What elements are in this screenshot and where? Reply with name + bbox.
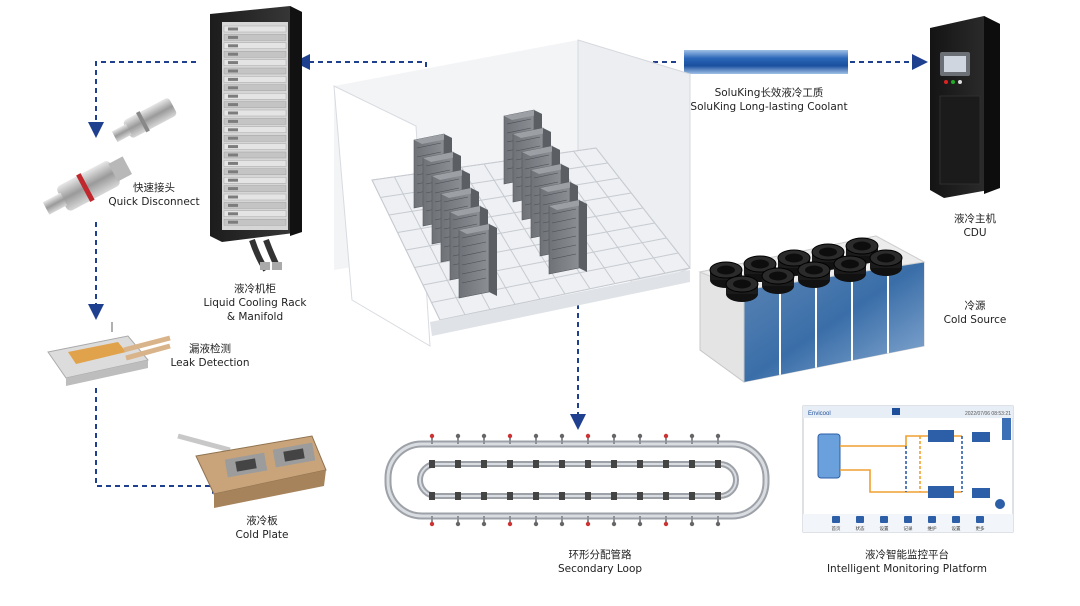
data-center-room bbox=[333, 39, 691, 347]
cdu-label-zh: 液冷主机 bbox=[954, 213, 996, 225]
monitoring-platform-screen: Envicool 2022/07/06 08:53:21 首页 状态 设置 记录 维护 设… bbox=[802, 405, 1014, 533]
monitor-footer-button: 状态 bbox=[856, 516, 865, 531]
cdu-label-en: CDU bbox=[963, 227, 987, 239]
quick-disconnect-label-en: Quick Disconnect bbox=[108, 196, 200, 208]
secondary-loop-label-zh: 环形分配管路 bbox=[568, 549, 632, 561]
coolant-label-en: SoluKing Long-lasting Coolant bbox=[690, 101, 848, 113]
rack-label: 液冷机柜 Liquid Cooling Rack & Manifold bbox=[200, 282, 310, 324]
quick-disconnect-label-zh: 快速接头 bbox=[133, 182, 175, 194]
rack-label-en: Liquid Cooling Rack bbox=[203, 297, 307, 309]
monitor-footer-button: 更多 bbox=[976, 516, 985, 532]
leak-detection-label-zh: 漏液检测 bbox=[189, 343, 231, 355]
monitoring-label-zh: 液冷智能监控平台 bbox=[865, 549, 949, 561]
leak-detection-label-en: Leak Detection bbox=[170, 357, 250, 369]
leak-detection-label: 漏液检测 Leak Detection bbox=[160, 342, 260, 370]
secondary-loop-label: 环形分配管路 Secondary Loop bbox=[540, 548, 660, 576]
rack-label-zh: 液冷机柜 bbox=[234, 283, 276, 295]
cdu-label: 液冷主机 CDU bbox=[930, 212, 1020, 240]
quick-disconnect-label: 快速接头 Quick Disconnect bbox=[104, 181, 204, 209]
monitor-timestamp: 2022/07/06 08:53:21 bbox=[965, 411, 1011, 417]
cold-plate-label: 液冷板 Cold Plate bbox=[214, 514, 310, 542]
cold-source-label-en: Cold Source bbox=[943, 314, 1007, 326]
monitor-footer-button: 首页 bbox=[832, 516, 841, 532]
coolant-label-zh: SoluKing长效液冷工质 bbox=[714, 87, 824, 99]
svg-text:状态: 状态 bbox=[856, 525, 865, 531]
monitor-footer-button: 维护 bbox=[928, 516, 937, 532]
rack-label-en-2: & Manifold bbox=[226, 311, 284, 323]
secondary-loop-label-en: Secondary Loop bbox=[557, 563, 643, 575]
cold-source-unit bbox=[698, 235, 926, 383]
cdu-unit bbox=[930, 16, 1000, 198]
coolant-label: SoluKing长效液冷工质 SoluKing Long-lasting Coo… bbox=[684, 86, 854, 114]
cold-source-label: 冷源 Cold Source bbox=[930, 299, 1020, 327]
arrow-leak-to-coldplate bbox=[95, 388, 228, 494]
leak-detection-image bbox=[47, 322, 171, 386]
cold-source-label-zh: 冷源 bbox=[964, 300, 986, 312]
monitor-footer-button: 设置 bbox=[952, 516, 961, 532]
monitor-footer-button: 记录 bbox=[904, 516, 913, 531]
quick-disconnect-image bbox=[42, 98, 177, 215]
cold-plate-label-en: Cold Plate bbox=[235, 529, 289, 541]
monitoring-label: 液冷智能监控平台 Intelligent Monitoring Platform bbox=[812, 548, 1002, 576]
liquid-cooling-rack bbox=[210, 6, 302, 272]
cold-plate-label-zh: 液冷板 bbox=[246, 515, 278, 527]
svg-text:更多: 更多 bbox=[976, 525, 985, 532]
svg-text:设置: 设置 bbox=[880, 525, 889, 532]
monitor-footer-button: 设置 bbox=[880, 516, 889, 532]
svg-text:首页: 首页 bbox=[832, 525, 841, 532]
secondary-loop bbox=[384, 433, 770, 527]
svg-text:设置: 设置 bbox=[952, 525, 961, 532]
svg-text:记录: 记录 bbox=[904, 525, 913, 531]
arrow-rack-to-quick-disconnect bbox=[88, 61, 196, 138]
cold-plate-image bbox=[177, 433, 327, 508]
monitoring-label-en: Intelligent Monitoring Platform bbox=[826, 563, 988, 575]
svg-text:维护: 维护 bbox=[928, 525, 937, 532]
coolant-tube bbox=[684, 50, 848, 74]
monitor-brand: Envicool bbox=[808, 411, 831, 417]
